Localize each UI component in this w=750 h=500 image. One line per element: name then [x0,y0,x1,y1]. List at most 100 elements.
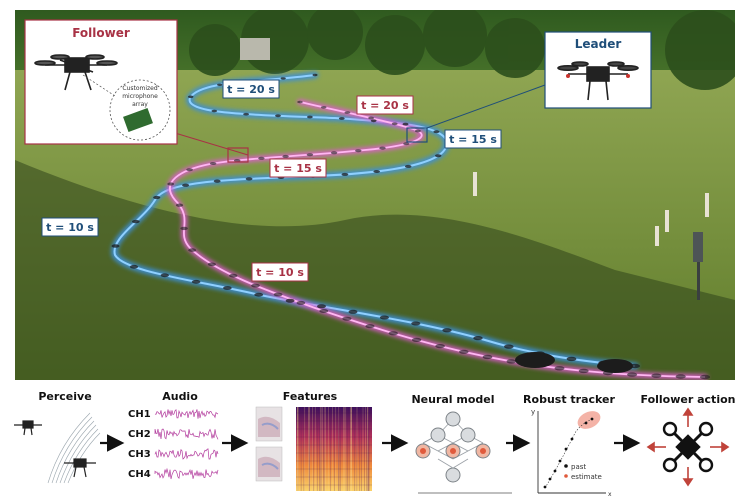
drone-snapshot [554,366,565,371]
tracker-y-axis-label: y [531,408,535,416]
drone-snapshot [403,142,410,146]
leader-inset-title: Leader [575,37,622,51]
follower-label-20s: t = 20 s [361,99,409,112]
drone-snapshot [167,182,175,186]
channel-label-2: CH2 [128,429,151,440]
neural-network-illustration [415,411,512,494]
leader-label-20s: t = 20 s [227,83,275,96]
microphone-array-callout [109,79,171,141]
audio-waveforms [154,409,219,480]
drone-snapshot [388,331,398,336]
drone-snapshot [223,286,232,290]
channel-label-1: CH1 [128,409,151,420]
legend-past: past [571,463,586,471]
follower-inset-title: Follower [72,26,130,40]
drone-snapshot [186,168,193,172]
drone-snapshot [341,172,349,176]
drone-snapshot [675,374,686,379]
drone-snapshot [414,129,421,133]
field-stakes [473,172,709,246]
drone-snapshot [182,183,190,187]
drone-snapshot [433,130,440,134]
callout-line-3: array [132,101,148,108]
tracker-plot: y x past estimate [531,408,612,498]
rotor [662,421,678,437]
rotor [662,457,678,473]
leader-inset: Leader [544,31,652,109]
drone-snapshot [379,146,386,150]
trees [189,10,735,90]
drone-snapshot [129,264,139,269]
stage-follower-action: Follower action [641,393,736,406]
stage-robust-tracker: Robust tracker [523,393,615,406]
pipeline-diagram: Perceive Audio Features Neural model Rob… [14,390,736,498]
drone-snapshot [306,153,314,157]
drone-snapshot [402,122,409,126]
leader-time-labels: t = 20 s t = 15 s t = 10 s [41,79,502,237]
nn-node [445,411,461,427]
drone-snapshot [320,106,327,109]
channel-label-3: CH3 [128,449,151,460]
follower-inset: Follower Customized microphone array [24,19,178,145]
rotor [698,421,714,437]
drone-snapshot [473,336,483,341]
sound-waves [47,412,101,484]
features-illustration [255,406,372,491]
final-drones [515,352,633,373]
drone-snapshot [506,359,517,364]
drone-snapshot [297,100,303,104]
drone-snapshot [280,77,286,80]
waveform-ch4 [154,467,219,480]
drone-snapshot [111,244,120,248]
drone-snapshot [243,112,250,116]
waveform-ch1 [154,409,219,419]
drone-snapshot [211,109,218,113]
drone-snapshot [370,119,377,123]
drone-snapshot [132,219,140,224]
drone-snapshot [317,304,326,309]
perceive-illustration [14,412,101,484]
drone-snapshot [373,170,381,173]
waveform-ch2 [154,428,219,440]
spectrogram-texture [296,407,372,491]
drone-snapshot [296,300,306,305]
follower-label-15s: t = 15 s [274,162,322,175]
drone-snapshot [254,292,264,297]
drone-snapshot [699,374,711,380]
leader-position-marker [406,127,428,143]
drone-snapshot [411,337,422,342]
drone-snapshot [391,122,398,126]
waveform-ch3 [154,448,219,460]
drone-snapshot [175,203,184,207]
equipment-post [693,232,703,262]
drone-snapshot [307,115,313,119]
stage-perceive: Perceive [38,390,91,403]
drone-flight-scene: Follower Customized microphone array Lea… [15,10,735,380]
leader-drone-icon [557,61,639,101]
drone-snapshot [348,309,358,314]
drone-snapshot [153,195,161,200]
drone-snapshot [233,159,241,162]
drone-snapshot [342,316,352,321]
stage-features: Features [283,390,338,403]
drone-snapshot [285,298,295,303]
callout-line-1: Customized [122,85,157,92]
drone-snapshot [245,177,253,181]
drone-snapshot [258,156,265,160]
tracker-x-axis-label: x [608,491,612,498]
drone-snapshot [504,344,514,349]
drone-snapshot [365,324,375,329]
stage-audio: Audio [162,390,198,403]
drone-snapshot [229,273,238,278]
drone-snapshot [188,248,197,252]
drone-snapshot [651,373,662,378]
drone-snapshot [566,356,577,362]
drone-snapshot [209,162,217,165]
drone-snapshot [217,83,223,87]
follower-label-10s: t = 10 s [256,266,304,279]
follower-action-illustration [646,407,730,487]
drone-snapshot [188,95,194,99]
drone-snapshot [442,328,452,333]
drone-snapshot [368,116,374,120]
uncertainty-ellipse [577,411,601,429]
